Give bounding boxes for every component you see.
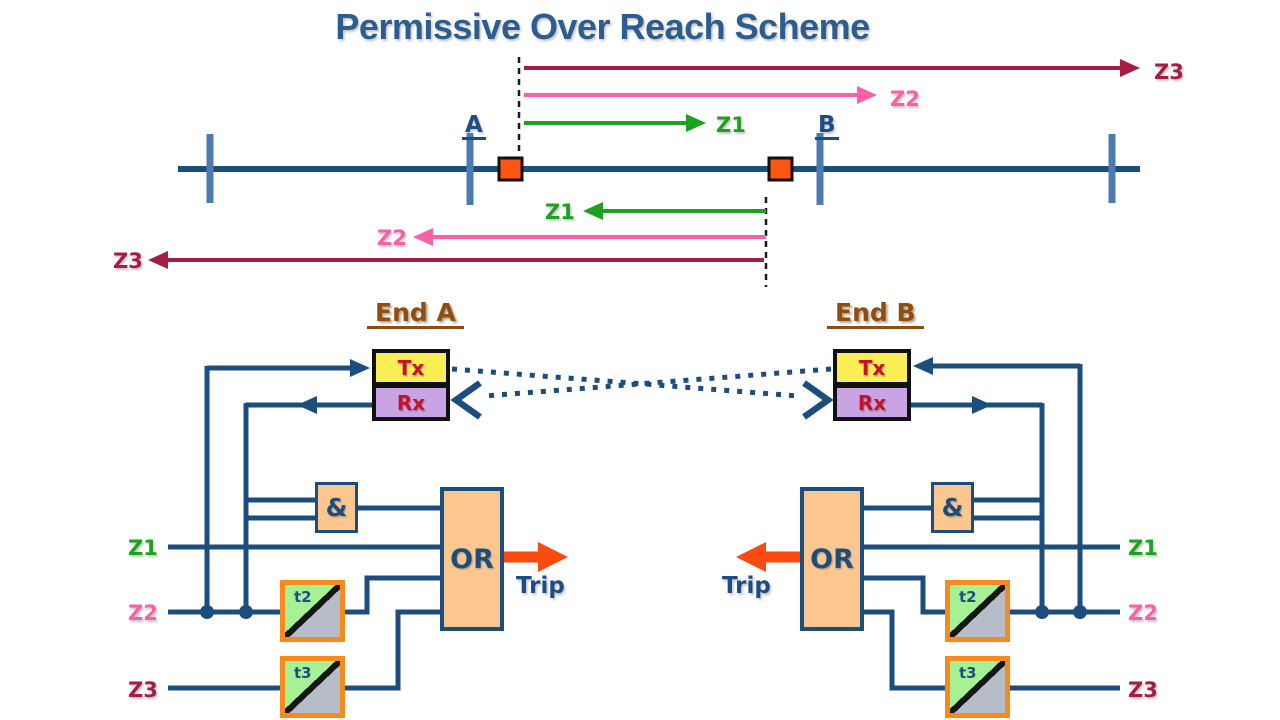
bus-b-label: B [815,113,839,141]
z3-input-label-end-b: Z3 [1128,678,1158,702]
rx-box-end-a: Rx [372,384,450,421]
zone1-forward-arrow [524,114,706,132]
end-b-wiring [736,357,1120,691]
t3-a-label: t3 [294,664,312,682]
receive-chevron-end-b [802,380,834,420]
end-a-wiring [168,359,568,691]
breaker-a [497,156,524,182]
zone1-reverse-arrow [583,202,766,220]
trip-label-end-b: Trip [722,573,771,599]
zone1-reverse-label: Z1 [545,200,575,224]
zone3-forward-arrow [524,59,1140,77]
timer-t2-end-a: t2 [280,580,345,642]
trip-a-arrow-head [538,542,568,572]
breaker-b [767,156,794,182]
tx-a-input-arrowhead [350,359,370,377]
t2-a-label: t2 [294,588,312,606]
timer-t3-end-b: t3 [945,656,1010,718]
tx-a-label: Tx [397,355,425,380]
zone2-reverse-arrow [413,228,766,246]
bus-a-label: A [462,113,486,141]
or-gate-end-a: OR [440,487,504,631]
trip-b-arrow-head [736,542,766,572]
rx-a-output-arrowhead [297,396,317,414]
or-b-label: OR [810,543,854,575]
wire-t2-b-output [863,575,946,615]
and-gate-end-b: & [931,482,974,533]
wire-t3-a-output [344,609,440,691]
wire-t2-a-output [344,575,440,615]
page-title: Permissive Over Reach Scheme [335,6,870,47]
z2-input-label-end-a: Z2 [128,601,158,625]
z1-input-label-end-b: Z1 [1128,536,1158,560]
end-a-heading: End A [367,299,464,330]
tx-b-input-arrowhead [913,357,933,375]
trip-label-end-a: Trip [516,573,565,599]
wire-t3-b-output [863,609,946,691]
rx-box-end-b: Rx [833,384,911,421]
z2-input-label-end-b: Z2 [1128,601,1158,625]
zone2-forward-arrow [524,86,877,104]
zone3-forward-label: Z3 [1154,60,1184,84]
t3-b-label: t3 [959,664,977,682]
zone3-reverse-arrow [148,251,764,269]
z3-input-label-end-a: Z3 [128,678,158,702]
carrier-tx-b-to-rx-a [484,366,832,399]
rx-b-label: Rx [857,390,887,415]
zone2-reverse-label: Z2 [377,226,407,250]
tx-box-end-b: Tx [833,349,911,386]
carrier-channel [450,366,834,420]
transmission-line-diagram [148,57,1140,287]
timer-t2-end-b: t2 [945,580,1010,642]
junction-dot-b1 [1035,605,1049,619]
and-a-label: & [325,493,348,522]
carrier-tx-a-to-rx-b [451,366,799,399]
and-gate-end-a: & [315,482,358,533]
junction-dot-a2 [239,605,253,619]
receive-chevron-end-a [450,380,482,420]
or-gate-end-b: OR [800,487,864,631]
zone1-forward-label: Z1 [716,113,746,137]
rx-a-label: Rx [396,390,426,415]
t2-b-label: t2 [959,588,977,606]
junction-dot-b2 [1073,605,1087,619]
zone2-forward-label: Z2 [890,87,920,111]
junction-dot-a1 [200,605,214,619]
timer-t3-end-a: t3 [280,656,345,718]
and-b-label: & [941,493,964,522]
rx-b-output-arrowhead [972,396,992,414]
z1-input-label-end-a: Z1 [128,536,158,560]
tx-b-label: Tx [858,355,886,380]
or-a-label: OR [450,543,494,575]
end-b-heading: End B [827,299,924,330]
tx-box-end-a: Tx [372,349,450,386]
zone3-reverse-label: Z3 [113,249,143,273]
